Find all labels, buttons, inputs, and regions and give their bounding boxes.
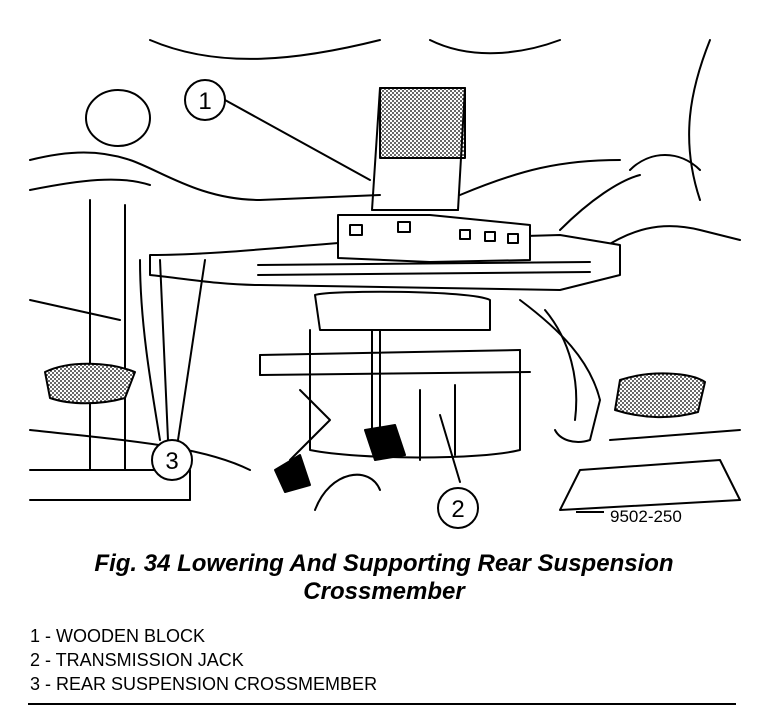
legend-item: 3 - REAR SUSPENSION CROSSMEMBER — [30, 674, 378, 694]
legend: 1 - WOODEN BLOCK 2 - TRANSMISSION JACK 3… — [30, 624, 730, 696]
callout-2-label: 2 — [451, 496, 464, 523]
figure-caption: Fig. 34 Lowering And Supporting Rear Sus… — [0, 550, 768, 606]
right-pad-shape — [614, 372, 706, 419]
caption-line-2: Crossmember — [303, 578, 465, 605]
callout-3-circle — [151, 439, 193, 481]
callout-1-label: 1 — [198, 88, 211, 115]
left-pad-shape — [44, 362, 136, 405]
illustration: 1 2 3 9502-250 — [29, 39, 741, 529]
callout-3-label: 3 — [165, 448, 178, 475]
callout-1-circle — [184, 79, 226, 121]
plug-shape — [85, 89, 151, 147]
legend-item: 1 - WOODEN BLOCK — [30, 626, 206, 646]
divider — [28, 703, 736, 705]
wooden-block-shape — [379, 87, 466, 159]
figure-code: 9502-250 — [610, 507, 682, 526]
legend-item: 2 - TRANSMISSION JACK — [30, 650, 244, 670]
callout-2-circle — [437, 487, 479, 529]
caption-line-1: Fig. 34 Lowering And Supporting Rear Sus… — [94, 550, 674, 577]
